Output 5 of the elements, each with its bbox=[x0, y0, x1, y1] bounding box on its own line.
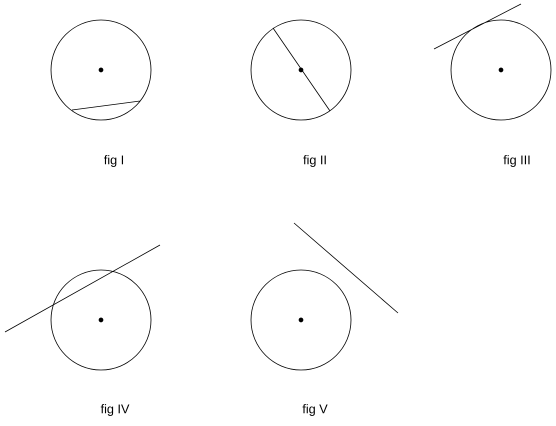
figure-label: fig II bbox=[303, 155, 326, 167]
figure-label: fig IV bbox=[100, 404, 130, 416]
figure-label: fig III bbox=[503, 155, 530, 167]
figure-label: fig V bbox=[302, 404, 328, 416]
figure-label: fig I bbox=[104, 155, 124, 167]
